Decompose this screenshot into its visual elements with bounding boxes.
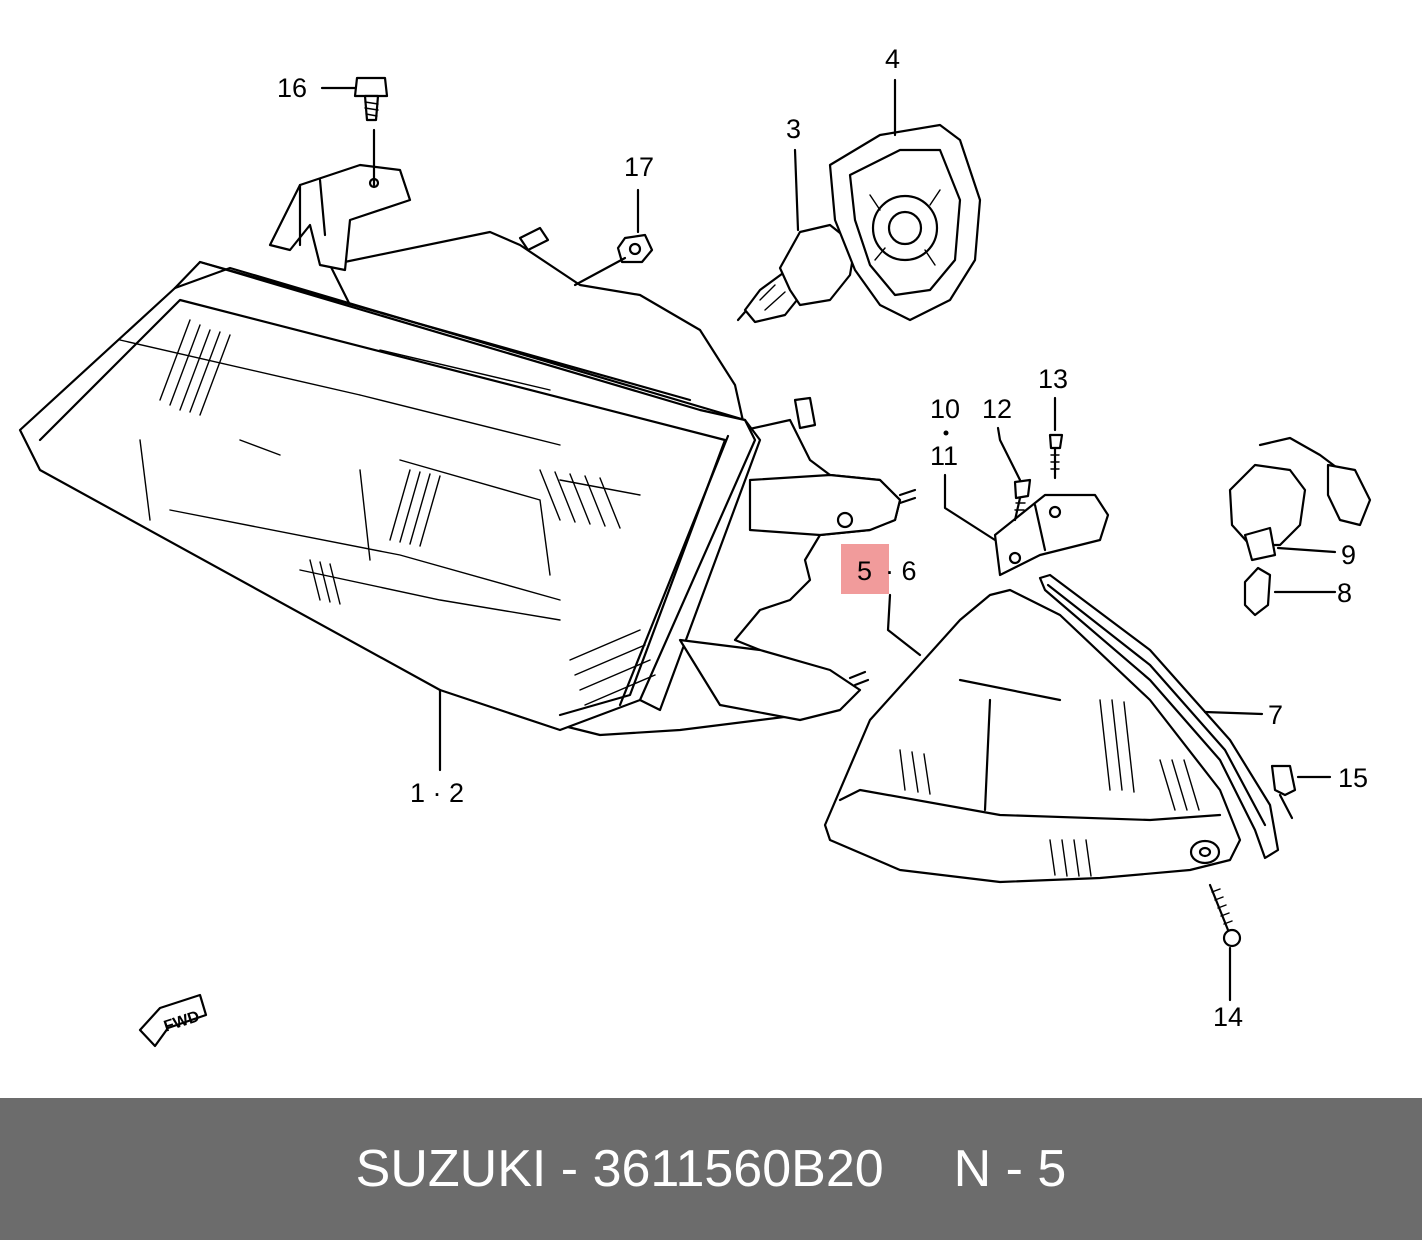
callout-14: 14 xyxy=(1213,1002,1243,1032)
callout-11: 11 xyxy=(930,441,958,471)
part-17-nut xyxy=(573,188,654,287)
callout-4: 4 xyxy=(885,44,900,74)
part-7-corner-lamp xyxy=(823,573,1280,884)
part-8-wedge-bulb xyxy=(1243,566,1337,617)
callout-1-2: 1 · 2 xyxy=(410,778,464,808)
part-9-socket xyxy=(1228,436,1372,562)
part-info-footer: SUZUKI - 3611560B20 N - 5 xyxy=(0,1098,1422,1240)
part-15-clip xyxy=(1270,764,1332,820)
footer-separator: - xyxy=(560,1140,579,1198)
part-4-dust-cover xyxy=(828,78,982,322)
part-16-bolt xyxy=(320,76,389,189)
callout-15: 15 xyxy=(1338,763,1368,793)
diagram-position-code: N - 5 xyxy=(953,1140,1067,1198)
highlighted-part-marker xyxy=(841,544,889,594)
callout-16: 16 xyxy=(277,73,307,103)
headlamp-assembly xyxy=(18,163,917,772)
callout-13: 13 xyxy=(1038,364,1068,394)
callout-12: 12 xyxy=(982,394,1012,424)
callout-10: 10 xyxy=(930,394,960,424)
part-14-screw xyxy=(1208,883,1242,1002)
part-3-halogen-bulb xyxy=(736,148,857,324)
callout-5-highlighted[interactable]: 5 xyxy=(857,556,872,586)
callout-17: 17 xyxy=(624,152,654,182)
callout-7: 7 xyxy=(1268,700,1283,730)
exploded-parts-diagram: FWD 1 · 2 3 4 5 · 6 7 8 9 10 11 12 13 14… xyxy=(18,44,1372,1048)
callout-3: 3 xyxy=(786,114,801,144)
brand-name: SUZUKI xyxy=(355,1140,547,1198)
parts-10-13-bracket-and-screws xyxy=(943,396,1110,577)
callout-6: · 6 xyxy=(885,556,917,586)
callout-8: 8 xyxy=(1337,578,1352,608)
part-number: 3611560B20 xyxy=(592,1140,884,1198)
callout-9: 9 xyxy=(1341,540,1356,570)
fwd-direction-icon: FWD xyxy=(138,993,208,1048)
